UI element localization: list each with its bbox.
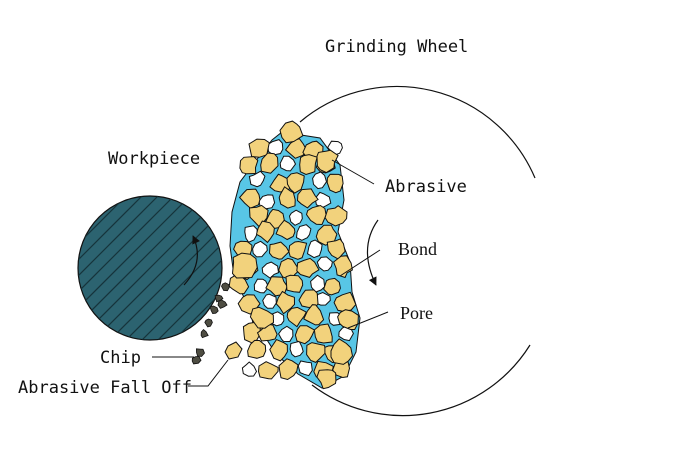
abrasive-grain <box>278 358 299 381</box>
abrasive-grain <box>288 240 308 260</box>
abrasive-grain <box>275 290 296 315</box>
hatch-line <box>155 196 222 340</box>
workpiece-label: Workpiece <box>108 149 200 169</box>
hatch-line <box>139 196 222 340</box>
abrasive-leader-line <box>331 159 375 185</box>
chips <box>191 282 230 365</box>
pore-cell <box>262 293 277 309</box>
abrasive-fall-off-label: Abrasive Fall Off <box>18 378 192 398</box>
abrasive-grain <box>316 149 339 174</box>
pore-cell <box>288 209 303 226</box>
hatch-line <box>78 196 209 340</box>
pore-cell <box>253 278 270 294</box>
chip <box>195 348 205 357</box>
abrasive-grain <box>313 323 333 344</box>
abrasive-grain <box>299 154 318 176</box>
hatch-line <box>107 196 222 340</box>
abrasive-grain <box>286 306 307 328</box>
pore-cell <box>279 155 297 172</box>
abrasive-grain <box>330 338 354 365</box>
chip-label: Chip <box>100 348 141 368</box>
abrasive-fall-off-leader-line <box>188 359 229 387</box>
chip <box>191 355 202 365</box>
pores <box>241 139 354 377</box>
pore-cell <box>244 225 258 243</box>
abrasive-grain <box>231 252 258 279</box>
hatch-line <box>78 196 161 340</box>
hatch-line <box>123 196 222 340</box>
abrasive-grain <box>260 152 279 174</box>
abrasive-grain <box>256 323 278 342</box>
abrasive-grain <box>324 205 348 227</box>
hatch-line <box>78 196 145 340</box>
abrasive-grain <box>247 339 267 359</box>
chip <box>221 282 230 292</box>
abrasive-grains <box>228 120 359 390</box>
pore-cell <box>306 239 323 259</box>
abrasive-grain <box>275 219 296 241</box>
grinding-wheel-outline <box>299 85 536 417</box>
abrasive-grain <box>279 120 304 144</box>
abrasive-grain <box>305 204 327 226</box>
abrasive-grain <box>239 156 259 175</box>
chip <box>200 328 209 339</box>
abrasive-grain <box>255 220 275 244</box>
abrasive-grain <box>248 138 270 158</box>
pore-leader-line <box>347 311 389 329</box>
hatch-line <box>91 196 222 340</box>
grinding-wheel-label: Grinding Wheel <box>325 37 468 57</box>
abrasive-grain <box>294 325 316 345</box>
abrasive-grain <box>285 274 304 293</box>
abrasive-grain <box>268 241 290 260</box>
pore-cell <box>241 361 258 377</box>
abrasive-grain <box>303 304 325 326</box>
pore-cell <box>310 274 326 293</box>
abrasive-grain <box>296 188 319 209</box>
pore-cell <box>248 170 266 188</box>
workpiece-rotation-arrow <box>183 235 200 286</box>
abrasive-label: Abrasive <box>385 177 467 197</box>
bond-label: Bond <box>398 239 437 259</box>
falling-abrasive-grain <box>224 341 243 360</box>
abrasive-grain <box>284 138 308 159</box>
pore-cell <box>312 171 328 190</box>
chip <box>204 318 213 328</box>
pore-cell <box>289 340 304 358</box>
pore-cell <box>297 360 313 377</box>
abrasive-grain <box>238 188 261 209</box>
bond-leader-line <box>339 249 381 277</box>
pore-cell <box>252 240 268 258</box>
hatch-line <box>78 196 81 340</box>
abrasive-grain <box>296 257 320 278</box>
abrasive-grain <box>269 338 288 362</box>
pore-cell <box>295 224 312 241</box>
abrasive-grain <box>316 369 337 390</box>
pore-cell <box>278 325 294 343</box>
hatch-line <box>78 196 177 340</box>
abrasive-grain <box>332 255 353 279</box>
abrasive-grain <box>286 172 305 194</box>
wheel-rotation-arrow <box>366 219 379 286</box>
pore-cell <box>261 261 280 279</box>
chip <box>209 305 219 315</box>
abrasive-grain <box>326 173 344 194</box>
abrasive-grain <box>323 277 341 296</box>
abrasive-grain <box>306 342 327 363</box>
abrasive-grain <box>257 361 279 380</box>
abrasive-grain <box>249 306 275 329</box>
chip <box>217 299 228 309</box>
pore-cell <box>316 256 333 272</box>
pore-label: Pore <box>400 303 433 323</box>
hatch-line <box>78 196 193 340</box>
abrasive-grain <box>337 309 359 330</box>
abrasive-grain <box>278 186 296 209</box>
